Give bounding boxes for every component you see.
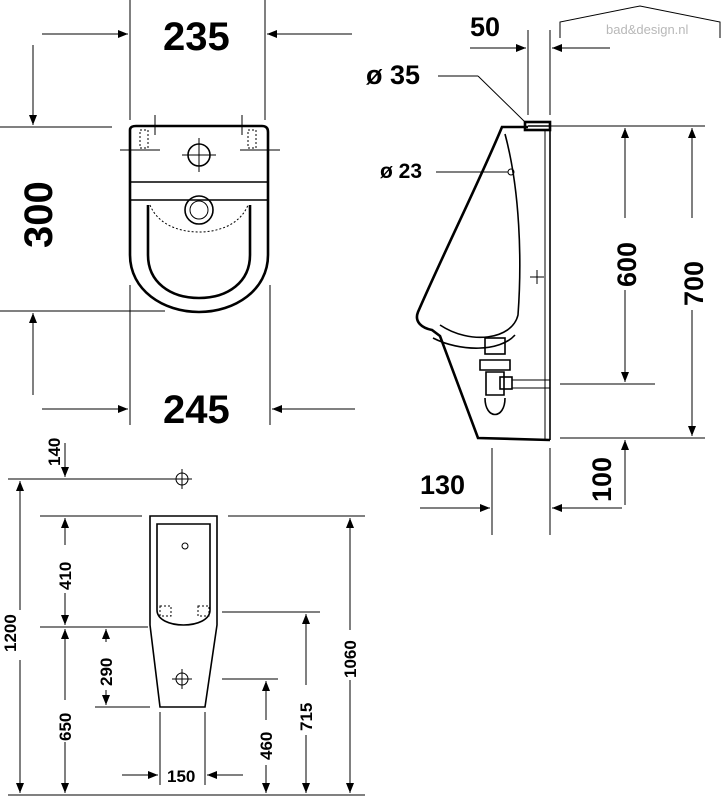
- offset-top-label: 50: [470, 12, 500, 42]
- outlet-height-label: 600: [612, 242, 642, 287]
- side-view: 50 ø 35 ø 23 600 700 130 100: [366, 12, 709, 535]
- base-height-label: 100: [587, 457, 617, 502]
- upper-section-label: 410: [56, 562, 75, 590]
- drain-height-label: 715: [297, 703, 316, 731]
- rim-height-label: 1060: [341, 640, 360, 678]
- bottom-height-label: 460: [257, 732, 276, 760]
- height-label: 300: [17, 181, 61, 248]
- inlet-above-label: 140: [45, 438, 64, 466]
- depth-label: 130: [420, 470, 465, 500]
- inlet-diameter-label: ø 35: [366, 60, 420, 90]
- watermark-text: bad&design.nl: [606, 22, 689, 37]
- front-view: 235 245 300: [0, 0, 355, 432]
- lower-section-label: 650: [56, 713, 75, 741]
- total-height-label: 700: [679, 261, 709, 306]
- bottom-width-label: 245: [163, 388, 230, 432]
- drain-spacing-label: 150: [167, 767, 195, 786]
- top-width-label: 235: [163, 15, 230, 59]
- total-install-height-label: 1200: [1, 614, 20, 652]
- watermark-logo: bad&design.nl: [559, 5, 721, 38]
- drain-offset-label: 290: [97, 658, 116, 686]
- outlet-diameter-label: ø 23: [380, 160, 422, 183]
- installation-view: 140 1200 410 650 290 1060 715 460: [1, 438, 365, 796]
